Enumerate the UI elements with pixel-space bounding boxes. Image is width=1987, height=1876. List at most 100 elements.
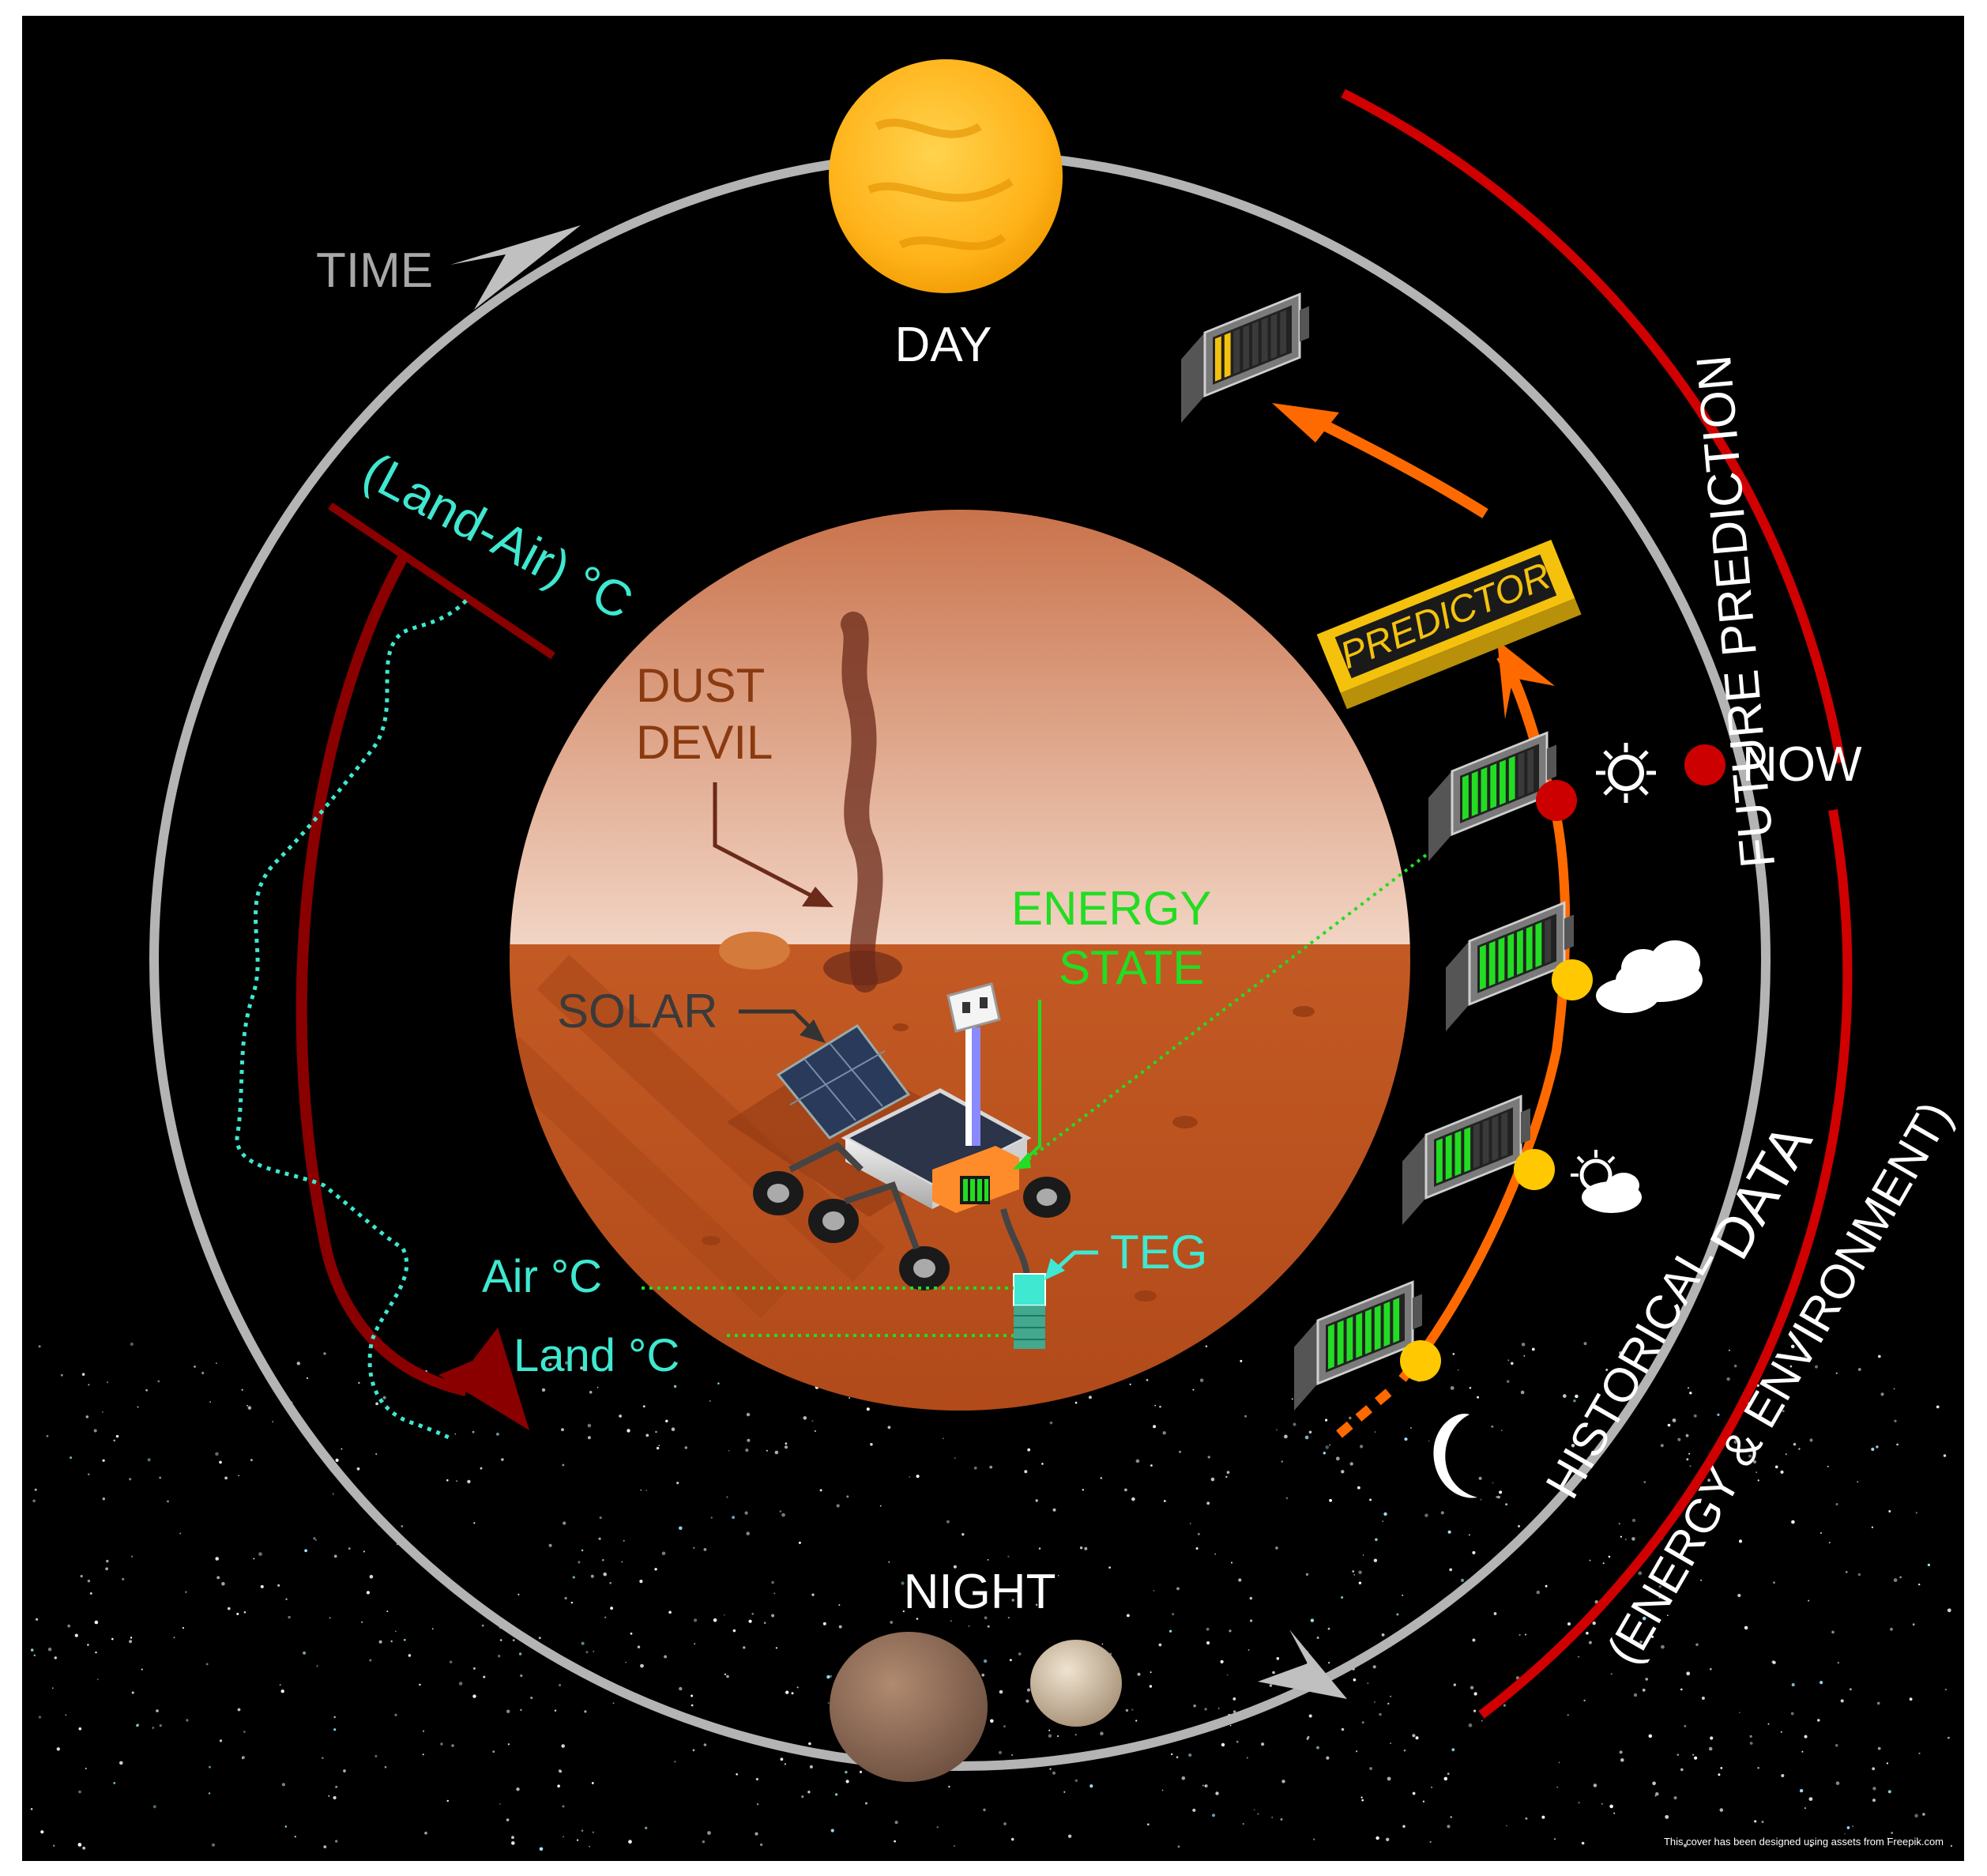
star <box>1619 1351 1623 1355</box>
star <box>87 1644 89 1646</box>
star <box>901 1581 905 1585</box>
star <box>983 1808 986 1812</box>
star <box>1799 1788 1804 1793</box>
star <box>480 1467 483 1470</box>
star <box>1035 1603 1038 1607</box>
night-dot <box>1400 1340 1441 1381</box>
star <box>473 1667 476 1670</box>
star <box>679 1526 683 1531</box>
star <box>1195 1547 1199 1550</box>
dust-devil-plume <box>841 612 883 993</box>
star <box>1793 1442 1797 1446</box>
star <box>1048 1729 1051 1731</box>
star <box>916 1475 920 1479</box>
star <box>973 1466 977 1470</box>
star <box>1828 1542 1831 1543</box>
star <box>791 1692 794 1695</box>
star <box>1473 1692 1477 1696</box>
star <box>369 1659 372 1662</box>
star <box>1305 1573 1309 1576</box>
star <box>1215 1791 1219 1795</box>
star <box>1010 1837 1014 1841</box>
star <box>454 1433 457 1435</box>
star <box>572 1576 575 1579</box>
star <box>258 1552 262 1556</box>
star <box>1089 1784 1093 1788</box>
star <box>1583 1342 1587 1346</box>
star <box>1492 1482 1494 1484</box>
star <box>1835 1503 1838 1506</box>
star <box>539 1847 544 1852</box>
star <box>1815 1365 1818 1369</box>
star <box>1192 1388 1195 1391</box>
star <box>1369 1498 1372 1501</box>
moon-weather-icon <box>1433 1414 1477 1498</box>
star <box>95 1651 97 1654</box>
star <box>1308 1430 1312 1434</box>
now-history-dot <box>1536 780 1577 821</box>
star <box>1197 1532 1200 1535</box>
star <box>1688 1452 1691 1455</box>
star <box>1229 1629 1232 1633</box>
star <box>784 1763 787 1765</box>
star <box>1316 1746 1319 1750</box>
star <box>1240 1359 1243 1362</box>
star <box>102 1497 105 1501</box>
star <box>887 1426 891 1430</box>
star <box>1654 1795 1657 1797</box>
star <box>1326 1756 1330 1760</box>
star <box>968 1625 970 1627</box>
star <box>228 1607 231 1610</box>
temperature-trace <box>235 599 468 1441</box>
star <box>909 1476 911 1478</box>
star <box>748 1619 752 1623</box>
star <box>771 1580 774 1584</box>
star <box>1744 1625 1748 1630</box>
star <box>1665 1814 1669 1819</box>
star <box>561 1428 564 1432</box>
battery-future-icon <box>1181 292 1309 423</box>
star <box>1177 1845 1180 1848</box>
star <box>1645 1678 1648 1681</box>
star <box>726 1674 729 1678</box>
star <box>554 1709 557 1712</box>
star <box>1757 1479 1759 1482</box>
star <box>1353 1574 1356 1576</box>
star <box>890 1621 894 1624</box>
star <box>288 1615 291 1619</box>
star <box>1525 1633 1527 1636</box>
star <box>1074 1401 1078 1404</box>
star <box>1284 1434 1288 1439</box>
star <box>726 1496 728 1498</box>
star <box>1189 1523 1191 1524</box>
star <box>1261 1742 1265 1746</box>
star <box>1936 1405 1940 1409</box>
star <box>745 1448 749 1452</box>
star <box>728 1449 730 1452</box>
dust-devil-callout-arrow-icon <box>802 887 834 907</box>
star <box>277 1584 280 1587</box>
star <box>1404 1437 1408 1441</box>
star <box>1719 1808 1724 1812</box>
star <box>1217 1707 1220 1709</box>
star <box>1876 1701 1880 1705</box>
star <box>713 1618 717 1622</box>
star <box>1009 1659 1012 1662</box>
star <box>401 1525 404 1528</box>
star <box>1694 1756 1698 1760</box>
star <box>348 1547 351 1550</box>
star <box>1275 1546 1278 1550</box>
star <box>1335 1456 1340 1461</box>
star <box>1624 1539 1627 1541</box>
star <box>835 1793 838 1796</box>
star <box>1358 1581 1362 1584</box>
star <box>1478 1476 1482 1480</box>
star <box>1447 1825 1451 1829</box>
star <box>619 1415 622 1418</box>
dust-devil-label-line1: DUST <box>636 659 765 712</box>
star <box>1592 1621 1596 1625</box>
air-temperature-label: Air °C <box>482 1251 602 1302</box>
star <box>1226 1674 1229 1676</box>
star <box>1781 1774 1785 1777</box>
land-air-connector <box>295 552 410 1258</box>
